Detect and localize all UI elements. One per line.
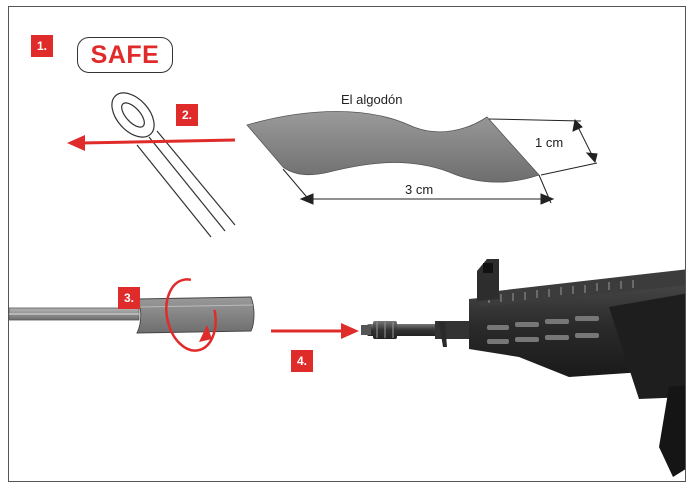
cleaning-rod-eyelet [111,92,236,238]
rotate-arrow [165,278,217,352]
pull-arrow [67,135,236,151]
rifle [361,259,685,477]
instruction-diagram: 1. SAFE 2. El algodón 1 cm 3 cm 3. 4. [8,6,686,482]
step-1-badge: 1. [31,35,53,57]
diagram-graphics [9,92,685,477]
cotton-strip [246,111,540,183]
length-label: 3 cm [405,182,434,197]
step-4-badge: 4. [291,350,313,372]
rod-with-cotton [9,296,255,334]
safe-indicator: SAFE [77,37,173,73]
step-3-badge: 3. [118,287,140,309]
width-dimension [488,118,598,176]
length-dimension [282,168,555,205]
width-label: 1 cm [535,135,564,150]
cotton-label: El algodón [341,92,403,107]
insert-arrow [271,323,359,339]
step-2-badge: 2. [176,104,198,126]
